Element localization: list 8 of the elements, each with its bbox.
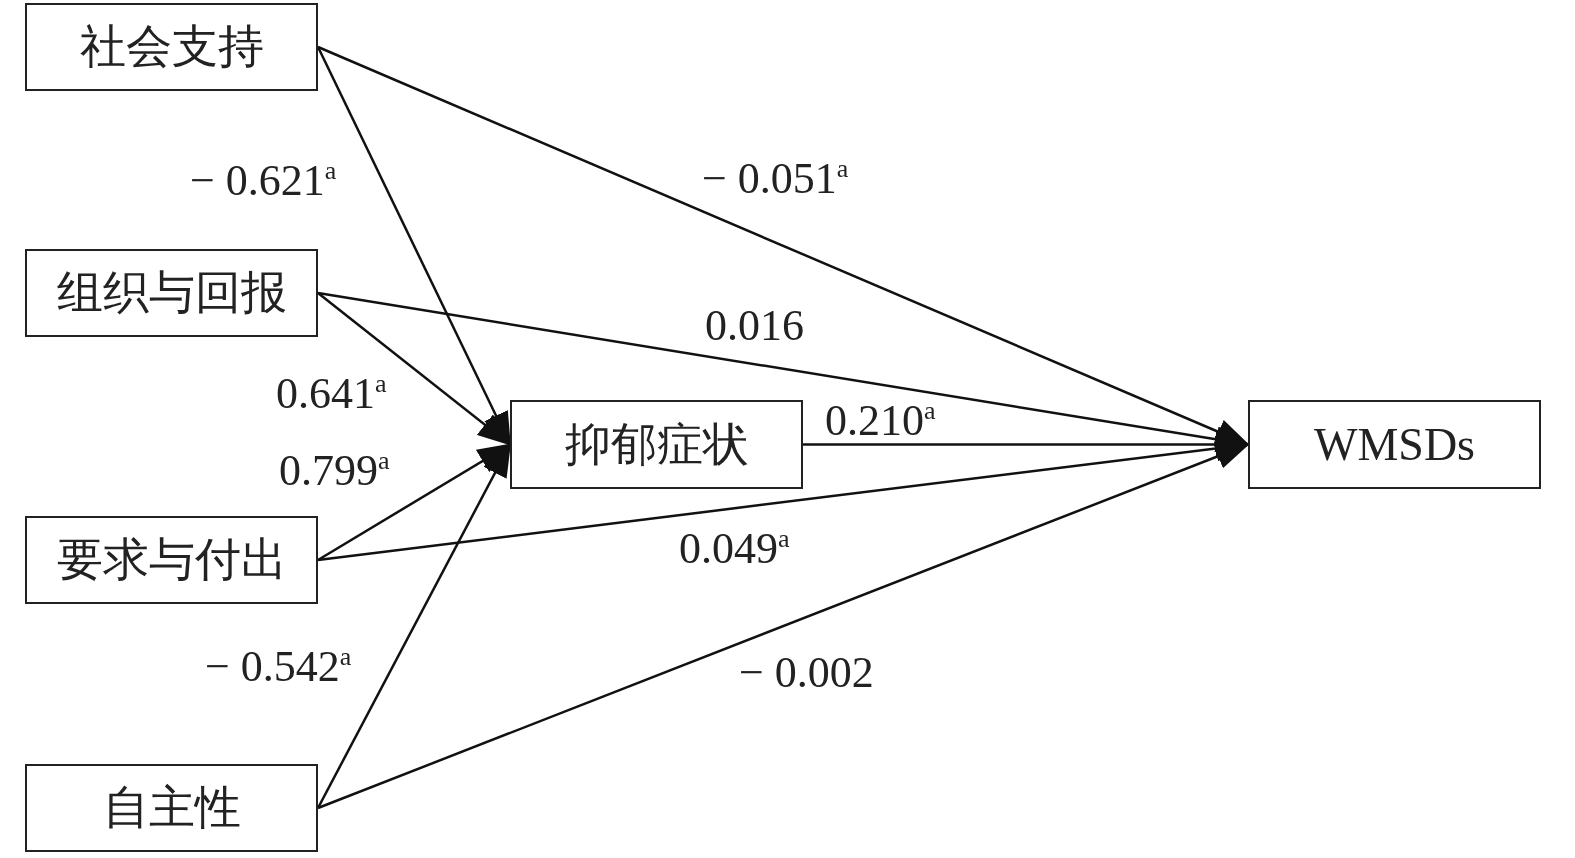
variable-box: 抑郁症状 — [510, 400, 803, 489]
arrow — [317, 45, 1250, 446]
arrow — [317, 443, 1250, 810]
variable-box: 组织与回报 — [25, 249, 318, 337]
variable-box: 社会支持 — [25, 3, 318, 91]
variable-box: WMSDs — [1248, 400, 1541, 489]
variable-box: 自主性 — [25, 764, 318, 852]
variable-box: 要求与付出 — [25, 516, 318, 604]
